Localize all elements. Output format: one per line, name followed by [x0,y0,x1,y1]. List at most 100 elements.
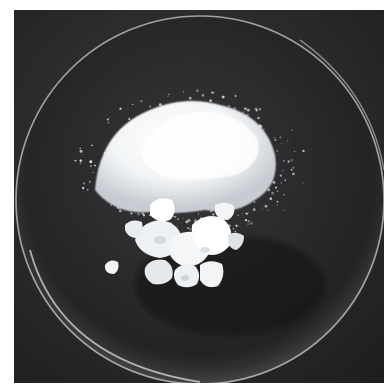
powder-grain [276,150,278,152]
powder-grain [197,213,200,215]
powder-grain [137,212,140,216]
powder-grain [149,105,152,108]
powder-grain [210,212,212,214]
powder-grain [227,104,231,108]
powder-grain [255,108,258,112]
powder-grain [274,186,278,189]
powder-grain [302,182,304,184]
powder-grain [253,201,256,203]
powder-grain [131,103,134,106]
powder-grain [246,108,250,112]
glass-dish-highlight-top [299,39,385,171]
powder-grain [276,182,278,184]
powder-grain [79,147,81,150]
powder-grain [248,211,249,213]
powder-grain [292,172,295,176]
powder-grain [91,144,93,147]
powder-grain [212,91,215,94]
powder-grain [271,191,274,195]
powder-grain [119,107,122,110]
powder-grain [280,143,282,145]
powder-grain [292,166,295,169]
powder-grain [261,207,263,209]
powder-grain [267,188,271,192]
powder-grain [252,208,256,212]
powder-grain [247,220,250,223]
powder-grain [196,89,199,93]
powder-grain [185,220,189,224]
powder-grain [83,182,86,185]
powder-grain [79,149,83,153]
powder-grain [140,99,143,103]
powder-grain [187,219,191,222]
powder-grain [173,215,175,218]
powder-grain [264,204,268,208]
border-right [384,0,388,387]
powder-grain [82,153,84,155]
powder-grain [250,221,253,225]
powder-grain [273,137,275,139]
powder-grain [167,95,169,97]
powder-grain [258,107,262,111]
powder-grain [237,225,239,227]
powder-grain [142,214,146,217]
powder-grain [82,186,85,190]
powder-grain [194,219,198,222]
powder-grain [212,213,215,216]
powder-grain [141,212,144,215]
powder-grain [274,139,277,141]
powder-grain [201,94,205,97]
powder-grain [287,160,290,163]
powder-grain [233,106,237,110]
powder-grain [74,159,77,162]
powder-grain [276,190,279,192]
powder-grain [209,99,212,102]
powder-grain [279,174,282,177]
powder-grain [174,216,177,218]
glass-dish-highlight [29,249,201,383]
powder-grain [106,118,109,121]
powder-grain [257,116,260,120]
powder-grain [279,136,282,139]
powder-grain [168,93,170,96]
powder-grain [189,228,192,231]
powder-grain [283,160,285,162]
powder-grain [183,218,184,220]
powder-grain [88,180,91,183]
powder-grain [177,218,179,220]
powder-grain [176,226,178,228]
powder-grain [284,179,286,181]
powder-grain [128,118,131,120]
powder-grain [94,164,96,167]
powder-grain [269,197,273,200]
powder-grain [245,212,248,215]
powder-grain [110,204,112,206]
powder-grain [247,223,250,226]
powder-grain [286,140,289,142]
powder-grain [130,212,133,215]
powder-grain [107,121,110,124]
border-bottom [0,383,388,387]
powder-grain [234,94,237,98]
powder-grain [272,180,276,184]
powder-grain [241,213,243,215]
powder-grain [86,189,89,191]
powder-grain [290,159,293,162]
powder-grain [244,219,248,222]
powder-grain [276,204,278,206]
powder-grain [79,159,83,162]
powder-grain [290,168,293,171]
powder-grain [276,200,279,203]
powder-grain [234,230,237,233]
powder-grain [267,209,269,211]
powder-grain [293,150,296,153]
powder-grain [118,209,122,213]
powder-grain [242,111,245,114]
powder-grain [291,129,293,131]
powder-mound-top [140,112,259,180]
border-left [0,0,14,387]
border-top [0,0,388,10]
powder-grain [235,224,238,227]
